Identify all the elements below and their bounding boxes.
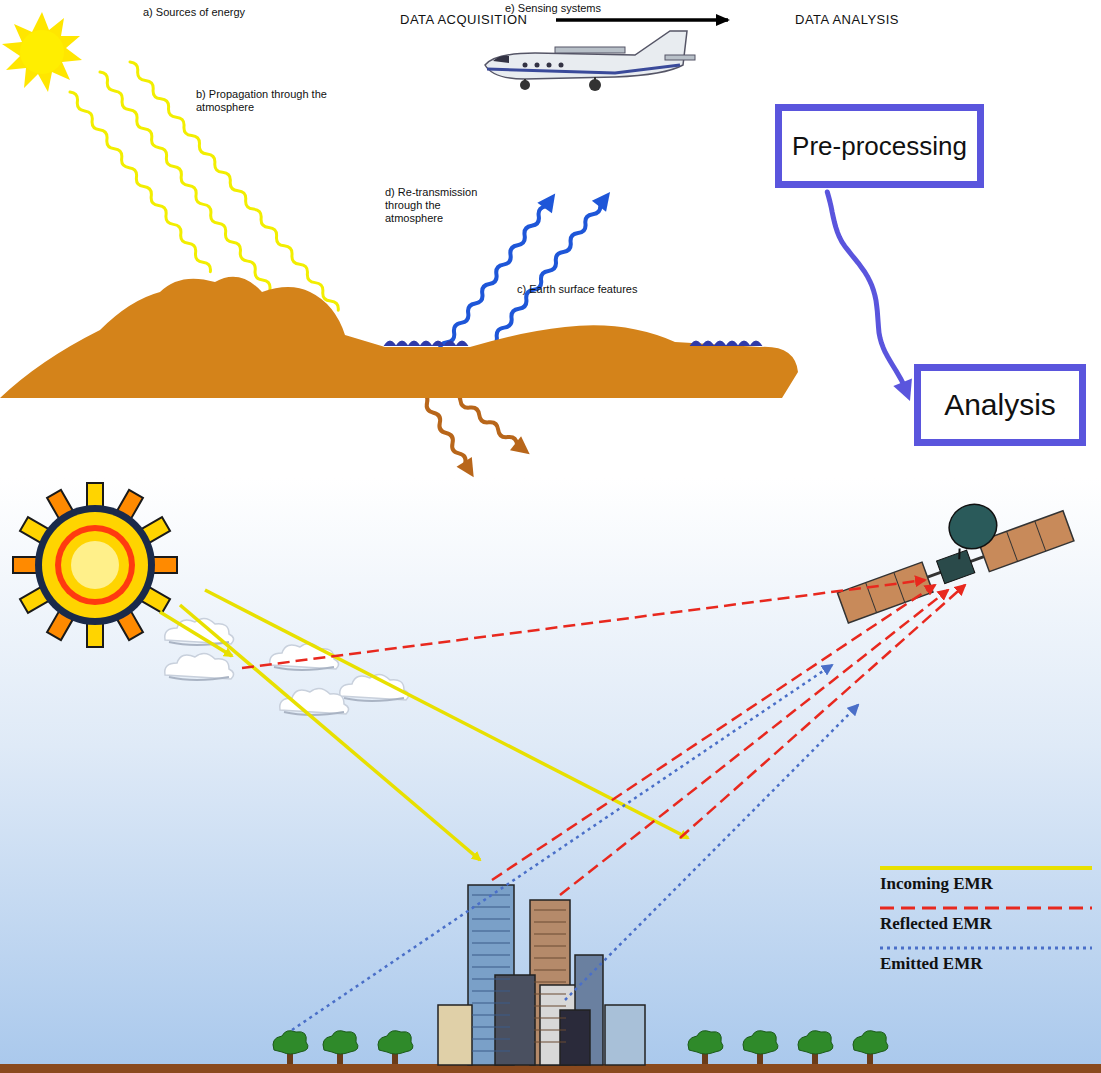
- label: c) Earth surface features: [517, 283, 637, 296]
- label: a) Sources of energy: [143, 6, 245, 19]
- box-text: Analysis: [944, 388, 1056, 422]
- label: DATA ACQUISITION: [400, 13, 527, 26]
- legend-sample: [880, 866, 1092, 870]
- process-box: Pre-processing: [775, 104, 984, 188]
- legend-sample: [880, 907, 1092, 910]
- label: b) Propagation through the atmosphere: [196, 88, 356, 114]
- label: DATA ANALYSIS: [795, 13, 899, 26]
- process-box: Analysis: [914, 364, 1086, 446]
- legend-sample: [880, 947, 1092, 950]
- wavy-arrow: [827, 192, 912, 401]
- label: e) Sensing systems: [505, 2, 601, 15]
- legend-text: Incoming EMR: [880, 874, 993, 894]
- legend-text: Emitted EMR: [880, 954, 982, 974]
- label: d) Re-transmission through the atmospher…: [385, 186, 500, 225]
- legend-text: Reflected EMR: [880, 914, 992, 934]
- box-text: Pre-processing: [792, 131, 967, 162]
